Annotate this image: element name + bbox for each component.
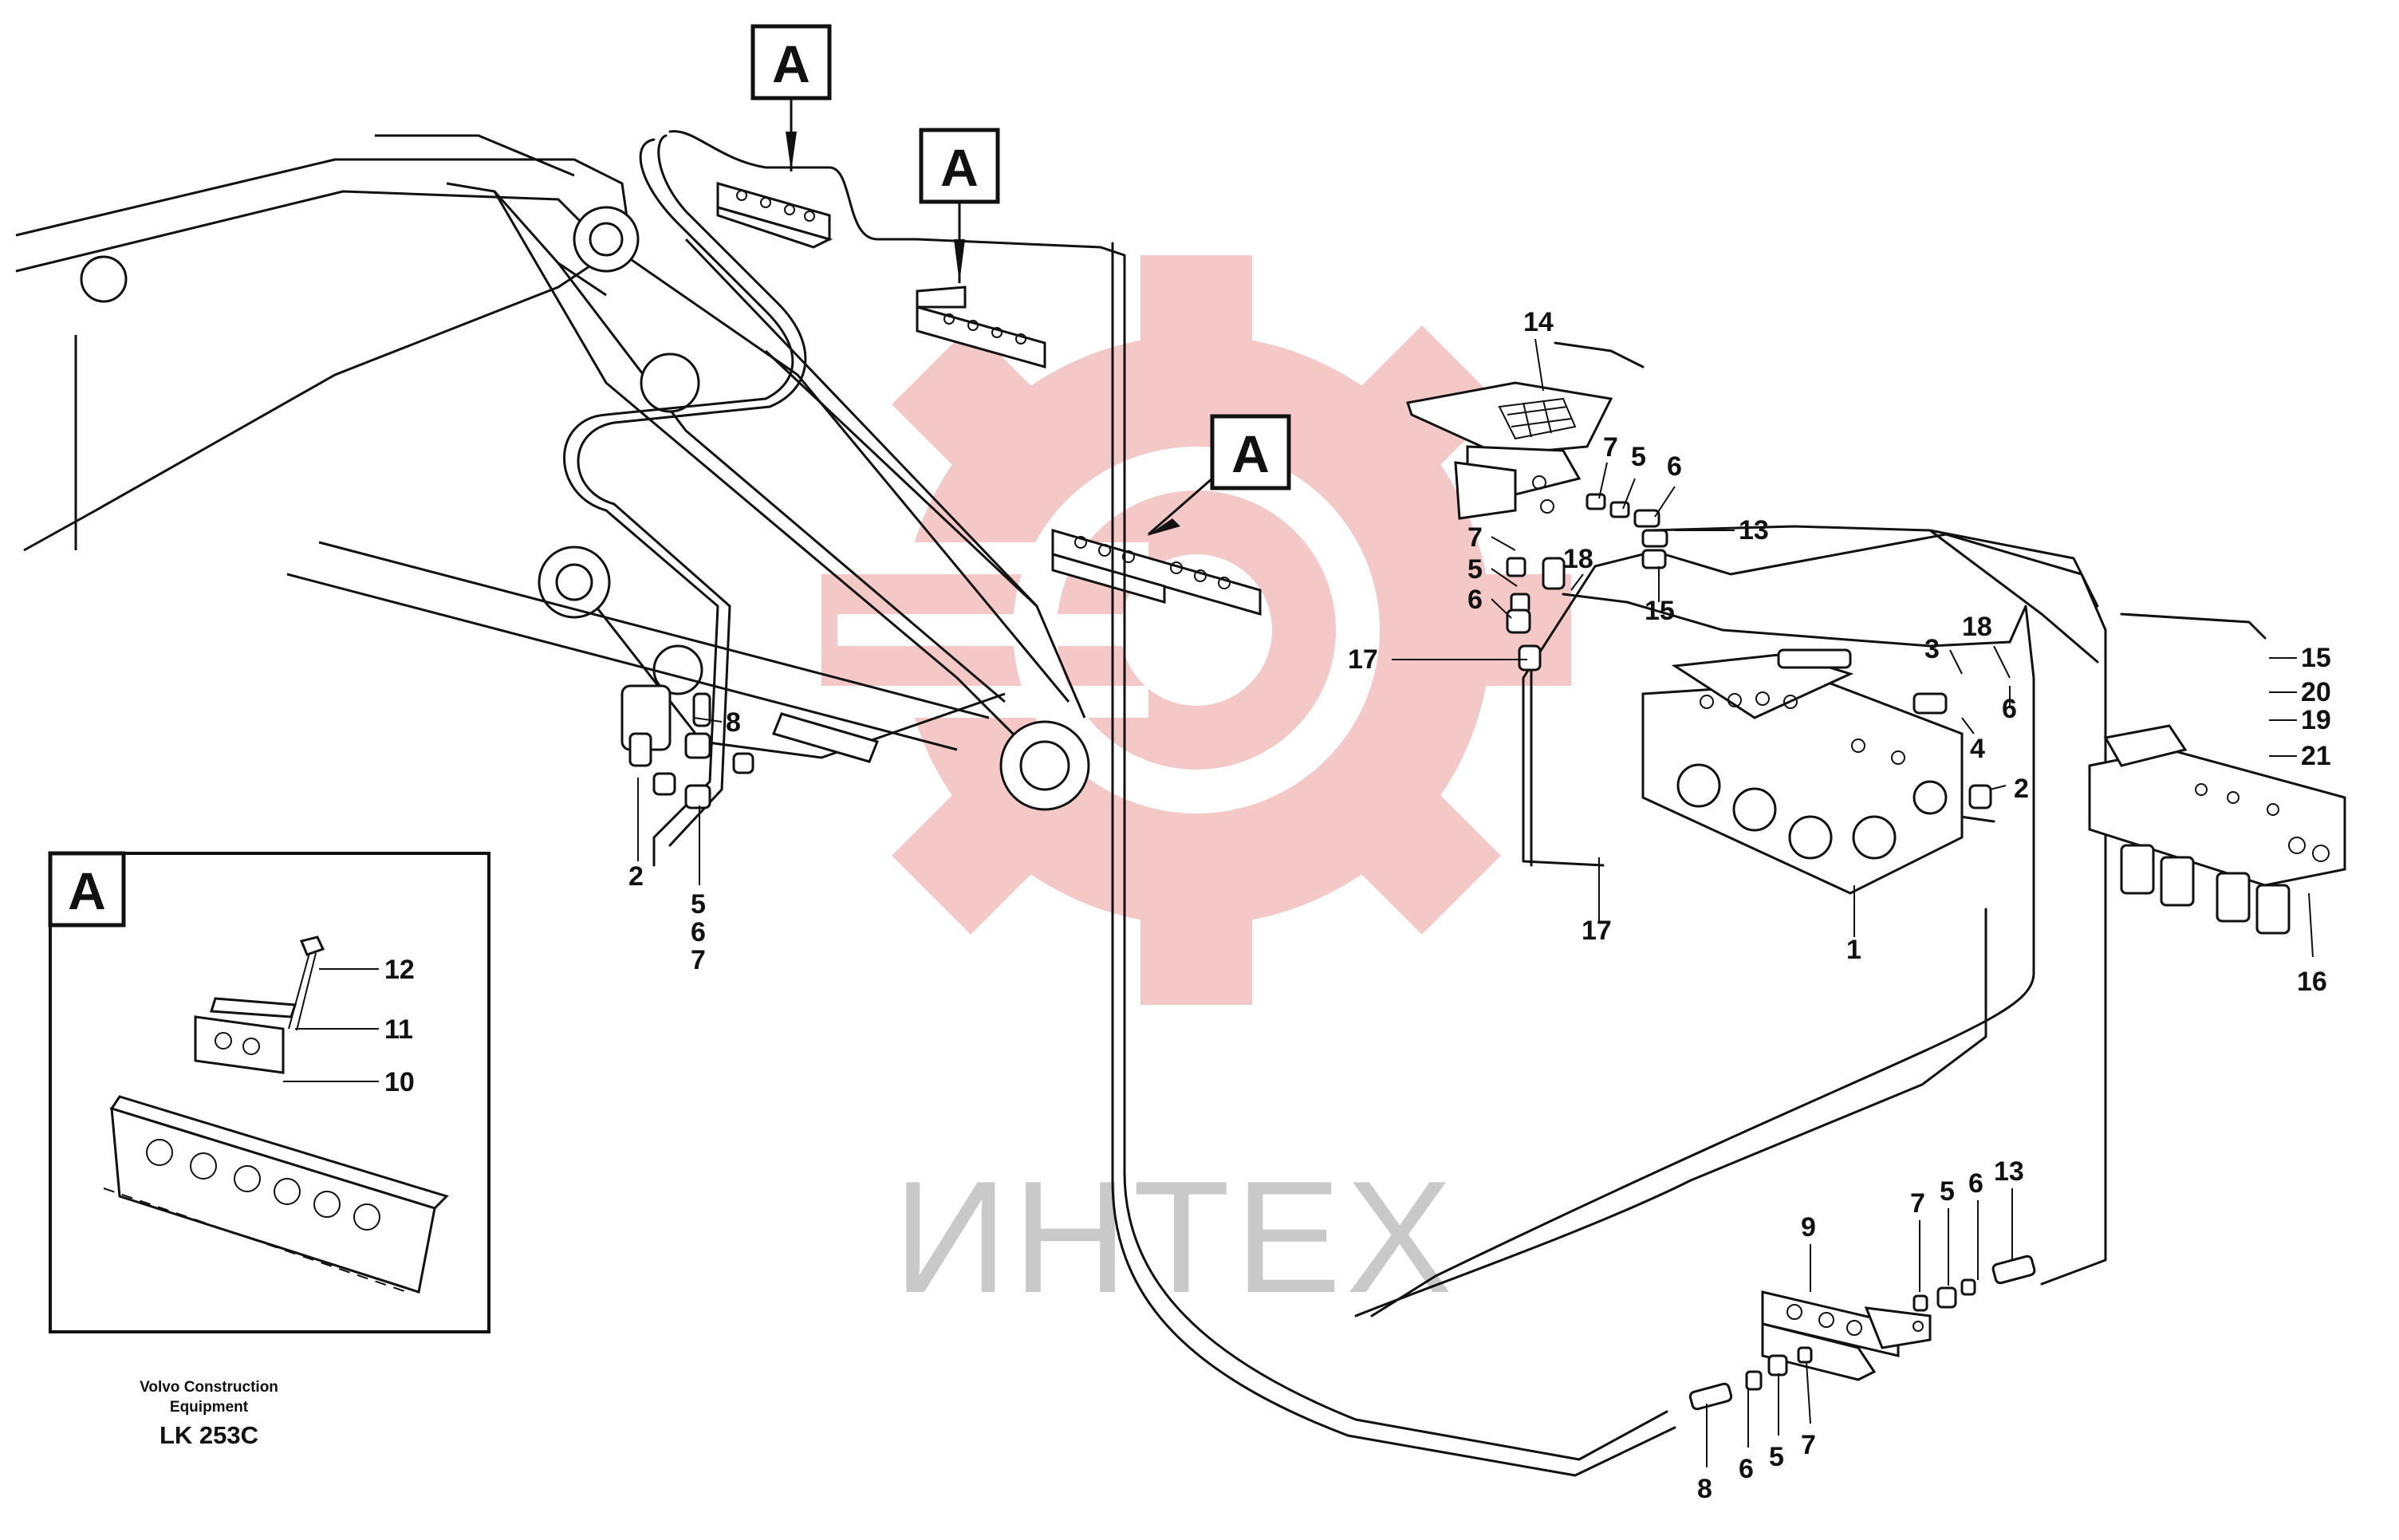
callout-3: 3 <box>1924 634 1940 664</box>
callout-18-mid: 18 <box>1563 544 1593 574</box>
callout-numbers: 14 7 5 6 13 7 5 6 18 15 17 3 18 6 4 2 17… <box>384 307 2331 1504</box>
callout-7-left: 7 <box>1467 522 1483 553</box>
svg-text:A: A <box>772 34 810 93</box>
callout-8-bottom: 8 <box>1697 1474 1712 1504</box>
callout-5-bottom2: 5 <box>1769 1442 1784 1472</box>
callout-13-top: 13 <box>1739 515 1769 545</box>
drawing-footer: Volvo Construction Equipment LK 253C <box>140 1379 278 1449</box>
callout-7-top: 7 <box>1603 432 1618 463</box>
svg-text:A: A <box>940 138 979 197</box>
callout-14: 14 <box>1523 307 1554 337</box>
section-marker-a-2: A <box>919 128 1000 283</box>
drawing-code: LK 253C <box>160 1421 258 1449</box>
hydraulic-pipes <box>563 130 2267 1477</box>
watermark-text: ИНТЕХ <box>893 1148 1457 1326</box>
callout-8-boom: 8 <box>726 707 741 738</box>
company-line-1: Volvo Construction <box>140 1379 278 1396</box>
callout-6-bottom2: 6 <box>1739 1454 1754 1484</box>
callout-15-mid: 15 <box>1645 596 1675 626</box>
callout-7-bottom: 7 <box>1910 1188 1925 1219</box>
callout-6-bottom: 6 <box>1968 1168 1983 1199</box>
clamp-block-middle <box>916 286 1046 368</box>
section-marker-a-1: A <box>750 24 832 171</box>
solenoid-valve-block <box>2088 724 2346 935</box>
callout-6-left: 6 <box>1467 585 1483 615</box>
callout-7-bottom2: 7 <box>1801 1430 1816 1460</box>
callout-9: 9 <box>1801 1212 1816 1243</box>
callout-10: 10 <box>384 1067 415 1097</box>
callout-11: 11 <box>384 1014 413 1045</box>
clamp-block-upper <box>716 182 833 249</box>
callout-4: 4 <box>1970 734 1985 764</box>
callout-1: 1 <box>1846 935 1861 965</box>
callout-leaders <box>637 338 2314 1467</box>
control-valve-block <box>1641 648 1992 895</box>
callout-18-right: 18 <box>1962 612 1992 642</box>
callout-6-top: 6 <box>1667 451 1682 482</box>
watermark-gear-logo <box>821 255 1571 1005</box>
callout-20: 20 <box>2301 677 2331 707</box>
callout-2-right: 2 <box>2014 774 2029 804</box>
callout-7-boom: 7 <box>691 945 706 975</box>
callout-13-bottom: 13 <box>1994 1156 2024 1187</box>
lower-fittings <box>1688 1254 2036 1411</box>
svg-text:A: A <box>1231 424 1270 483</box>
callout-19: 19 <box>2301 705 2331 735</box>
callout-5-left: 5 <box>1467 554 1483 585</box>
boom-fittings <box>628 692 880 809</box>
section-marker-a-3: A <box>1147 414 1291 536</box>
callout-5-boom: 5 <box>691 889 706 920</box>
callout-17-top: 17 <box>1348 644 1378 675</box>
foot-pedal <box>1406 381 1613 520</box>
callout-21: 21 <box>2301 741 2331 771</box>
callout-6-right: 6 <box>2002 694 2017 724</box>
callout-17-bottom: 17 <box>1582 916 1612 946</box>
svg-text:A: A <box>68 861 106 920</box>
callout-5-bottom: 5 <box>1940 1176 1955 1207</box>
clamp-block-lower <box>1051 529 1262 616</box>
pipe-bracket <box>1761 1290 1932 1381</box>
company-line-2: Equipment <box>170 1399 249 1416</box>
detail-view-a: A <box>48 851 490 1333</box>
callout-5-top: 5 <box>1631 442 1646 472</box>
excavator-boom-drawing <box>15 134 1090 811</box>
callout-6-boom: 6 <box>691 917 706 947</box>
callout-15-far: 15 <box>2301 643 2331 673</box>
callout-16: 16 <box>2297 967 2327 997</box>
pedal-fittings <box>1506 493 1668 672</box>
callout-2-boom: 2 <box>628 861 644 892</box>
callout-12: 12 <box>384 955 415 985</box>
